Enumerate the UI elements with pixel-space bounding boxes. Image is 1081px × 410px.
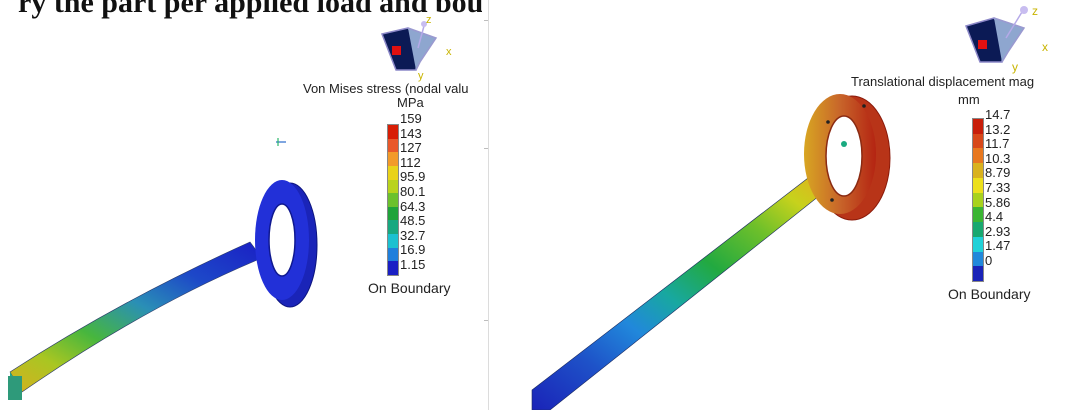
color-swatch	[973, 133, 983, 149]
color-scale-displacement	[972, 118, 984, 282]
legend-value: 5.86	[985, 194, 1011, 210]
legend-value: 0	[985, 252, 993, 268]
axis-z-label: z	[426, 14, 432, 26]
color-swatch	[388, 261, 398, 276]
legend-value: 4.4	[985, 209, 1004, 225]
legend-value: 1.15	[400, 256, 426, 272]
legend-value: 143	[400, 125, 422, 141]
color-scale-stress	[387, 124, 399, 276]
legend-unit-stress: MPa	[397, 95, 424, 110]
color-swatch	[388, 234, 398, 248]
color-swatch	[388, 165, 398, 180]
color-swatch	[973, 119, 983, 134]
orientation-triad-left[interactable]: z x y	[378, 14, 458, 82]
orientation-triad-icon	[380, 21, 438, 71]
color-swatch	[388, 179, 398, 194]
legend-footer-displacement: On Boundary	[948, 286, 1031, 302]
legend-value: 2.93	[985, 223, 1011, 239]
color-swatch	[973, 148, 983, 164]
color-swatch	[973, 222, 983, 237]
legend-value: 48.5	[400, 213, 426, 229]
ruler-tick	[484, 20, 488, 21]
orientation-triad-right[interactable]: z x y	[962, 2, 1052, 74]
color-swatch	[388, 152, 398, 166]
divider-line	[488, 0, 489, 410]
legend-unit-displacement: mm	[958, 92, 980, 107]
legend-value: 32.7	[400, 227, 426, 243]
color-swatch	[973, 251, 983, 267]
legend-value: 16.9	[400, 242, 426, 258]
stress-model-render[interactable]	[0, 0, 482, 410]
ruler-tick	[484, 320, 488, 321]
color-swatch	[388, 125, 398, 139]
color-swatch	[388, 206, 398, 221]
color-swatch	[973, 163, 983, 178]
color-swatch	[388, 193, 398, 207]
legend-value: 112	[400, 154, 421, 170]
legend-value: 14.7	[985, 107, 1011, 122]
ruler-tick	[484, 148, 488, 149]
page-heading: ry the part per applied load and boundar…	[18, 0, 482, 19]
legend-value: 1.47	[985, 238, 1011, 254]
color-swatch	[388, 220, 398, 235]
legend-value: 95.9	[400, 169, 426, 185]
color-swatch	[973, 207, 983, 223]
color-swatch	[973, 192, 983, 208]
legend-value: 7.33	[985, 179, 1011, 195]
legend-title-displacement: Translational displacement mag	[851, 74, 1035, 89]
displacement-model-render[interactable]	[492, 0, 1081, 410]
legend-value: 10.3	[985, 150, 1011, 166]
color-swatch	[973, 177, 983, 193]
displacement-viewport[interactable]: z x y	[492, 0, 1081, 410]
axis-z-label: z	[1032, 4, 1038, 18]
axis-y-label: y	[1012, 60, 1018, 74]
legend-value: 13.2	[985, 121, 1011, 137]
legend-footer-stress: On Boundary	[368, 280, 451, 296]
axis-y-label: y	[418, 70, 424, 82]
color-swatch	[388, 247, 398, 262]
legend-value: 159	[400, 111, 422, 126]
legend-value: 8.79	[985, 165, 1011, 181]
color-swatch	[388, 138, 398, 153]
axis-x-label: x	[446, 46, 452, 58]
orientation-triad-icon	[965, 6, 1028, 63]
legend-title-stress: Von Mises stress (nodal valu	[303, 81, 469, 96]
legend-value: 11.7	[985, 136, 1010, 152]
legend-value: 80.1	[400, 183, 426, 199]
panel-divider	[482, 0, 492, 410]
axis-x-label: x	[1042, 40, 1048, 54]
von-mises-viewport[interactable]: ry the part per applied load and boundar…	[0, 0, 482, 410]
color-swatch	[973, 236, 983, 252]
legend-value: 127	[400, 140, 422, 156]
color-swatch	[973, 266, 983, 282]
legend-value: 64.3	[400, 198, 426, 214]
